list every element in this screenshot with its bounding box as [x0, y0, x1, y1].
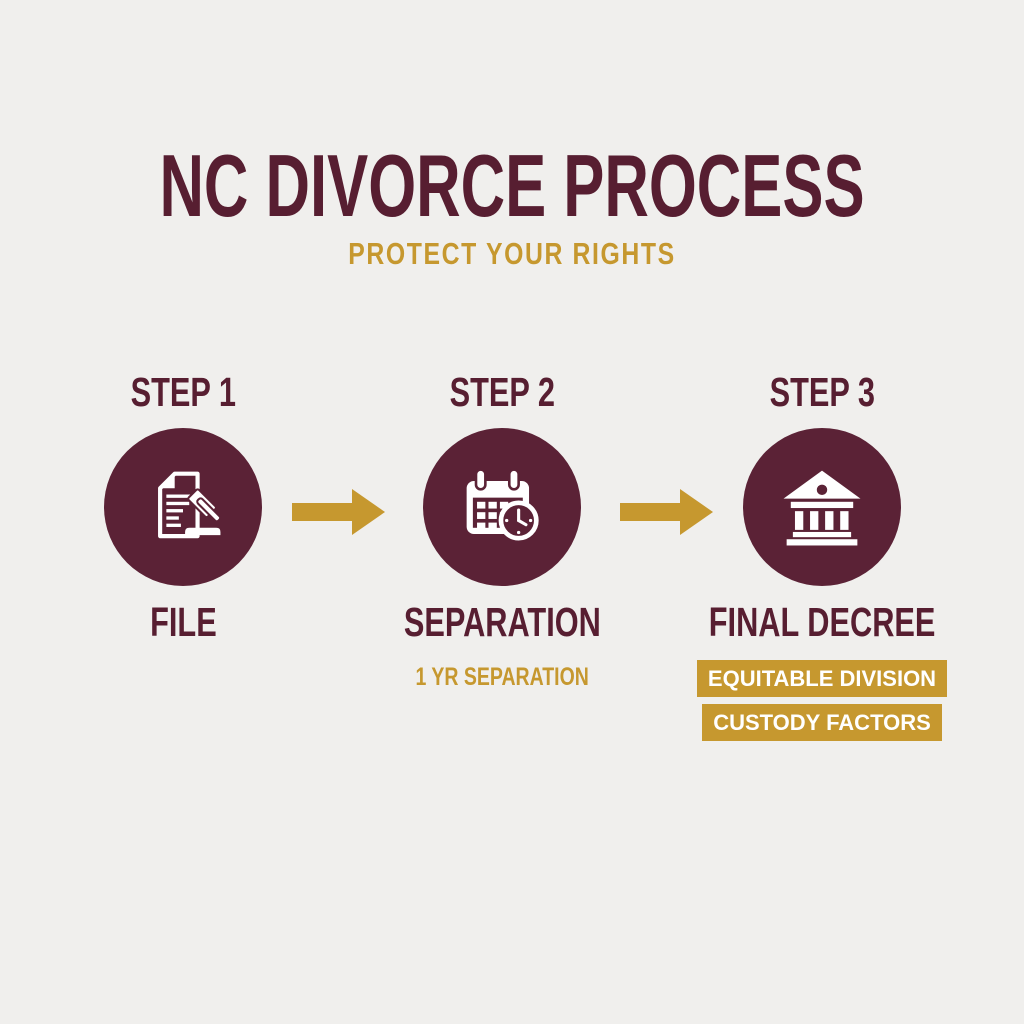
- page-subtitle: PROTECT YOUR RIGHTS: [348, 236, 676, 271]
- courthouse-icon: [770, 455, 874, 559]
- document-gavel-icon: [131, 455, 235, 559]
- equitable-division-badge: EQUITABLE DIVISION: [696, 660, 948, 697]
- step-note: 1 YR SEPARATION: [415, 663, 589, 691]
- step-icon-circle: [423, 428, 581, 586]
- arrow-right-icon: [292, 489, 385, 535]
- step-column-separation: STEP 2: [337, 372, 667, 690]
- step-label: STEP 3: [769, 369, 875, 415]
- step-name: FINAL DECREE: [708, 599, 936, 645]
- step-icon-circle: [104, 428, 262, 586]
- step-label: STEP 2: [449, 369, 555, 415]
- page-title: NC DIVORCE PROCESS: [159, 136, 865, 235]
- step-column-final-decree: STEP 3: [657, 372, 987, 741]
- calendar-clock-icon: [450, 455, 554, 559]
- badge-list: EQUITABLE DIVISION CUSTODY FACTORS: [696, 660, 948, 741]
- step-name: SEPARATION: [403, 599, 601, 645]
- step-column-file: STEP 1: [18, 372, 348, 643]
- custody-factors-badge: CUSTODY FACTORS: [702, 704, 942, 741]
- arrow-right-icon: [620, 489, 713, 535]
- step-icon-circle: [743, 428, 901, 586]
- step-name: FILE: [149, 599, 217, 645]
- step-label: STEP 1: [130, 369, 236, 415]
